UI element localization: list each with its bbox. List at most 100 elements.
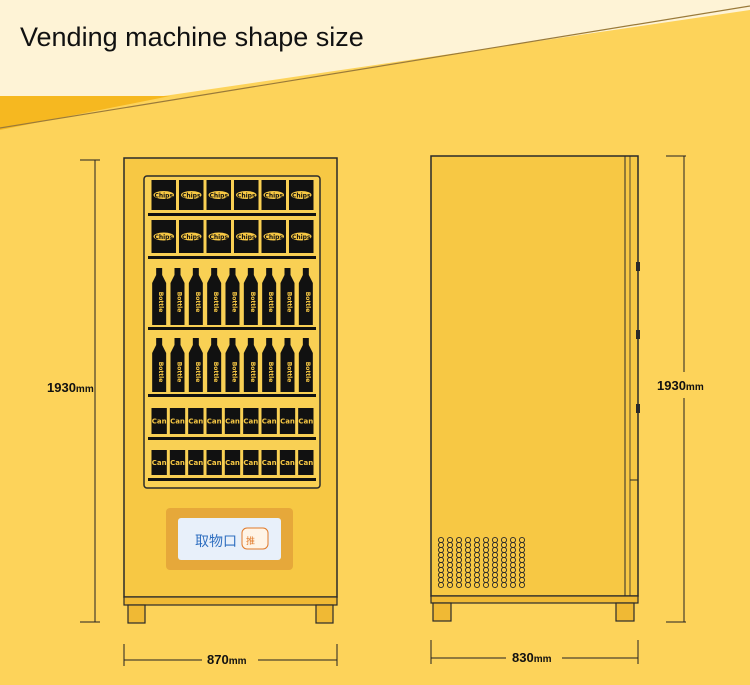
svg-text:Can: Can [298, 459, 313, 467]
product-item: Bottle [207, 338, 222, 392]
product-item: Bottle [280, 268, 295, 325]
svg-text:Bottle: Bottle [304, 292, 311, 313]
shelf-rail [148, 394, 316, 397]
svg-text:Chips: Chips [292, 234, 311, 241]
product-item: Bottle [152, 338, 167, 392]
product-item: Chips [206, 180, 231, 210]
header-stripe [0, 96, 170, 130]
svg-text:Can: Can [243, 459, 258, 467]
product-item: Chips [289, 220, 314, 253]
svg-text:Bottle: Bottle [249, 362, 256, 383]
svg-text:Bottle: Bottle [231, 362, 238, 383]
front-base [123, 596, 338, 606]
vent-hole [455, 581, 463, 589]
vent-hole [446, 581, 454, 589]
hinge-top [636, 262, 640, 271]
shelf-rail [148, 256, 316, 259]
product-item: Chips [151, 220, 176, 253]
product-item: Bottle [262, 338, 277, 392]
svg-text:Chips: Chips [237, 234, 256, 241]
svg-text:Can: Can [170, 418, 185, 426]
side-foot-left [432, 602, 452, 622]
svg-text:Chips: Chips [209, 193, 228, 200]
svg-text:Can: Can [280, 459, 295, 467]
shelf-rail [148, 213, 316, 216]
vent-hole [500, 581, 508, 589]
side-view [430, 155, 686, 664]
product-item: Can [261, 450, 277, 475]
svg-text:Chips: Chips [154, 193, 173, 200]
product-item: Can [206, 408, 222, 434]
svg-text:Chips: Chips [182, 234, 201, 241]
svg-text:Chips: Chips [154, 234, 173, 241]
product-item: Can [188, 408, 204, 434]
hinge-bottom [636, 404, 640, 413]
product-item: Bottle [262, 268, 277, 325]
product-item: Bottle [280, 338, 295, 392]
product-item: Bottle [298, 338, 313, 392]
front-width-value: 870 [207, 652, 229, 667]
svg-text:Chips: Chips [209, 234, 228, 241]
svg-text:Can: Can [207, 418, 222, 426]
front-foot-right [315, 604, 334, 624]
product-item: Chips [151, 180, 176, 210]
product-item: Can [224, 450, 241, 475]
svg-text:Bottle: Bottle [286, 362, 293, 383]
svg-text:Bottle: Bottle [304, 362, 311, 383]
svg-text:Bottle: Bottle [231, 292, 238, 313]
svg-text:Bottle: Bottle [176, 362, 183, 383]
svg-text:Can: Can [207, 459, 222, 467]
svg-text:Chips: Chips [182, 193, 201, 200]
svg-text:Bottle: Bottle [194, 292, 201, 313]
side-width-unit: mm [533, 654, 552, 665]
product-item: Can [151, 408, 167, 434]
product-item: Can [151, 450, 167, 475]
product-item: Chips [234, 220, 259, 253]
svg-text:Chips: Chips [264, 193, 283, 200]
product-item: Can [243, 450, 259, 475]
product-item: Can [279, 408, 296, 434]
product-item: Bottle [225, 268, 240, 325]
side-width-value: 830 [512, 650, 534, 665]
product-item: Chips [179, 180, 204, 210]
page-title: Vending machine shape size [20, 22, 364, 52]
svg-text:Bottle: Bottle [267, 292, 274, 313]
product-item: Can [298, 408, 314, 434]
pickup-badge: 推 [246, 537, 256, 547]
side-width-label: 830mm [512, 650, 552, 665]
product-item: Bottle [188, 268, 203, 325]
front-height-value: 1930 [47, 380, 76, 395]
product-item: Chips [261, 180, 286, 210]
shelf-rail [148, 437, 316, 440]
side-height-label: 1930mm [657, 378, 704, 393]
push-badge-icon [241, 527, 269, 550]
product-item: Bottle [188, 338, 203, 392]
svg-text:Can: Can [188, 418, 203, 426]
product-item: Bottle [170, 338, 185, 392]
product-item: Chips [234, 180, 259, 210]
svg-text:Bottle: Bottle [249, 292, 256, 313]
svg-text:Chips: Chips [264, 234, 283, 241]
front-width-label: 870mm [207, 652, 247, 667]
product-item: Can [279, 450, 296, 475]
product-item: Can [261, 408, 277, 434]
vent-hole [473, 581, 481, 589]
svg-text:Chips: Chips [292, 193, 311, 200]
svg-text:Bottle: Bottle [194, 362, 201, 383]
front-foot-left [127, 604, 146, 624]
svg-text:Bottle: Bottle [212, 292, 219, 313]
side-foot-right [615, 602, 635, 622]
vent-hole [491, 581, 499, 589]
side-height-unit: mm [685, 382, 704, 393]
product-item: Can [243, 408, 259, 434]
svg-text:Bottle: Bottle [286, 292, 293, 313]
product-item: Bottle [298, 268, 313, 325]
product-item: Can [169, 408, 186, 434]
svg-text:Can: Can [243, 418, 258, 426]
svg-text:Can: Can [152, 459, 167, 467]
product-item: Bottle [243, 268, 258, 325]
product-item: Can [188, 450, 204, 475]
